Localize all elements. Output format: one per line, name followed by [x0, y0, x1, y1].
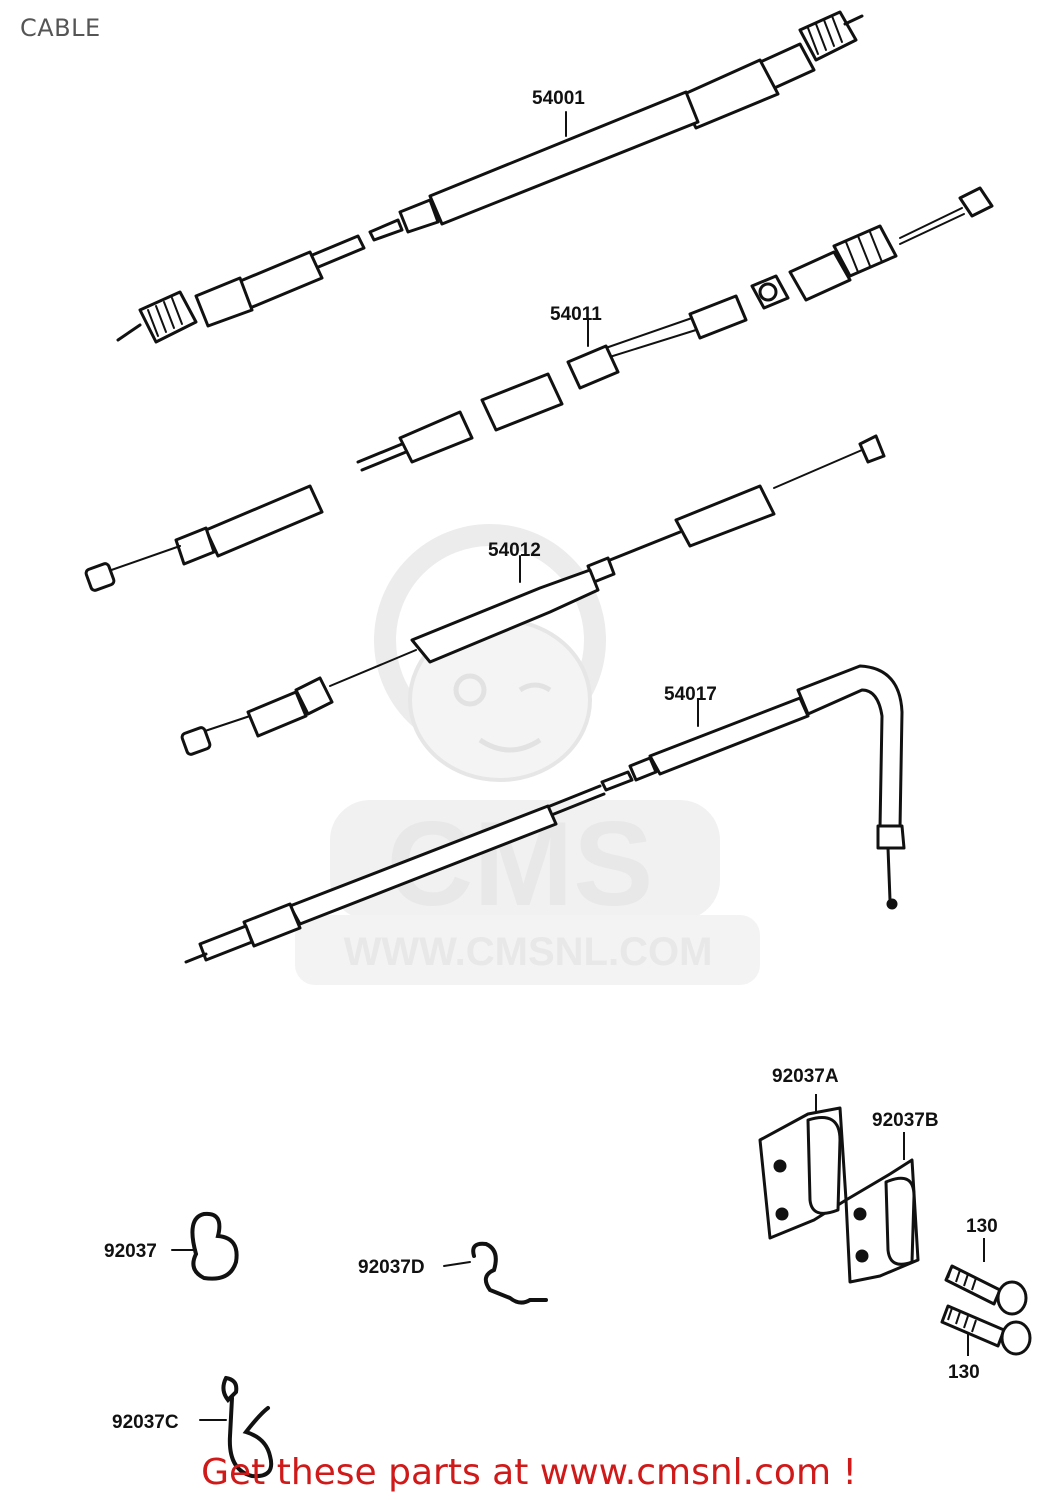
clamp-92037[interactable] [171, 1211, 239, 1281]
label-92037d: 92037D [358, 1257, 425, 1278]
page-title: CABLE [20, 14, 101, 42]
bolt-130-lower[interactable] [940, 1304, 1032, 1356]
footer-link-text[interactable]: Get these parts at www.cmsnl.com ! [201, 1452, 857, 1493]
clamp-92037b[interactable] [844, 1132, 920, 1284]
label-130-lower: 130 [948, 1362, 980, 1383]
clamp-92037a[interactable] [758, 1094, 848, 1240]
label-54011: 54011 [550, 304, 602, 325]
label-54012: 54012 [488, 540, 541, 561]
label-54017: 54017 [664, 684, 717, 705]
watermark-url: WWW.CMSNL.COM [344, 930, 713, 974]
label-54001: 54001 [532, 88, 585, 109]
label-92037b: 92037B [872, 1110, 939, 1131]
label-92037a: 92037A [772, 1066, 839, 1087]
cable-54011[interactable] [84, 186, 994, 592]
label-130-upper: 130 [966, 1216, 998, 1237]
bolt-130-upper[interactable] [944, 1238, 1028, 1316]
cable-54017[interactable] [184, 664, 906, 964]
cable-54001[interactable] [116, 10, 864, 344]
cable-54012[interactable] [180, 434, 886, 756]
clamp-92037d[interactable] [443, 1241, 548, 1305]
label-92037c: 92037C [112, 1412, 179, 1433]
label-92037: 92037 [104, 1241, 157, 1262]
clamp-92037c[interactable] [199, 1376, 274, 1479]
